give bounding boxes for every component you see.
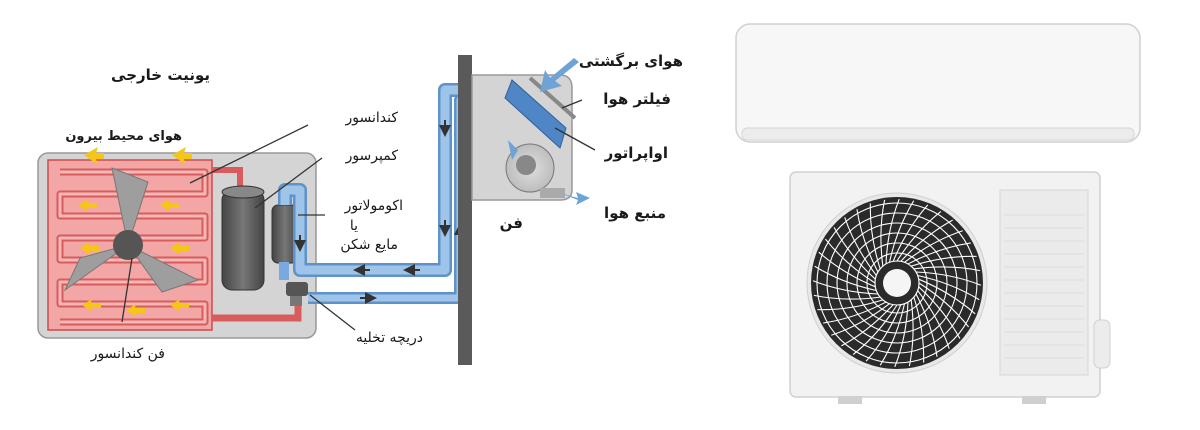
label-condenser: کندانسور (344, 110, 398, 126)
compressor-icon (221, 185, 265, 291)
grille-spoke (896, 210, 942, 262)
grille-spoke (900, 219, 953, 262)
grille-spoke (812, 280, 878, 295)
grille-spoke (817, 299, 884, 311)
label-air-filter: فیلتر هوا (603, 90, 671, 108)
label-outdoor-unit: یونیت خارجی (111, 66, 210, 84)
grille-spoke (824, 238, 876, 284)
grille-spoke (916, 271, 982, 286)
grille-spoke (913, 296, 925, 363)
indoor-unit-photo (735, 23, 1141, 143)
grille-spoke (917, 290, 950, 349)
grille-spoke (913, 266, 981, 272)
grille-spoke (865, 304, 902, 362)
drain-valve-icon (286, 282, 308, 306)
return-air-arrow (540, 58, 579, 92)
grille-spoke (917, 274, 980, 301)
wall (458, 55, 472, 365)
label-accumulator-line2: یا (350, 218, 358, 234)
grille-spoke (910, 255, 977, 267)
grille-spoke (892, 204, 929, 262)
grille-spoke (814, 265, 877, 292)
grille-spoke (918, 286, 961, 339)
grille-spoke (844, 217, 877, 276)
supply-air-arrow (560, 192, 590, 205)
grille-spoke (918, 282, 970, 328)
label-ambient-air: هوای محیط بیرون (65, 129, 182, 144)
grille-spoke (915, 293, 938, 357)
outdoor-unit-photo (789, 171, 1111, 404)
condenser-fan-icon (63, 167, 200, 293)
label-accumulator-line1: اکومولاتور (344, 198, 403, 214)
grille-spoke (831, 303, 890, 336)
grille-spoke (894, 302, 909, 368)
grille-spoke (841, 304, 894, 347)
air-filter (528, 76, 577, 120)
label-condenser-fan: فن کندانسور (90, 346, 165, 362)
grille-spoke (869, 203, 881, 270)
labels: یونیت خارجی هوای محیط بیرون کندانسور کمپ… (65, 52, 683, 362)
label-compressor: کمپرسور (345, 148, 399, 164)
grille-spoke (852, 304, 898, 356)
blower-fan-icon (505, 143, 565, 198)
label-drain-valve: دریچه تخلیه (356, 330, 423, 346)
grille-spoke (813, 294, 881, 300)
grille-spoke (880, 199, 886, 267)
leader-lines (121, 99, 596, 331)
grille-spoke (888, 200, 915, 263)
label-evaporator: اواپراتور (604, 144, 668, 163)
label-return-air: هوای برگشتی (579, 52, 683, 70)
grille-spoke (885, 198, 900, 264)
grille-spoke (918, 278, 976, 315)
indoor-unit-schematic (471, 58, 590, 205)
ambient-air-arrows (78, 147, 192, 317)
grille-spoke (818, 251, 876, 288)
grille-spoke (879, 303, 906, 366)
outdoor-unit-schematic (37, 147, 317, 339)
grille-spoke (904, 230, 963, 263)
grille-spoke (823, 301, 887, 324)
grille-spoke (833, 227, 876, 280)
grille-spoke (907, 242, 971, 265)
evaporator-coil (504, 79, 567, 149)
label-accumulator-line3: مایع شکن (340, 237, 398, 253)
grille-spoke (908, 299, 914, 367)
label-air-supply: منبع هوا (604, 204, 666, 222)
grille-spoke (856, 209, 879, 273)
label-fan: فن (500, 214, 523, 232)
